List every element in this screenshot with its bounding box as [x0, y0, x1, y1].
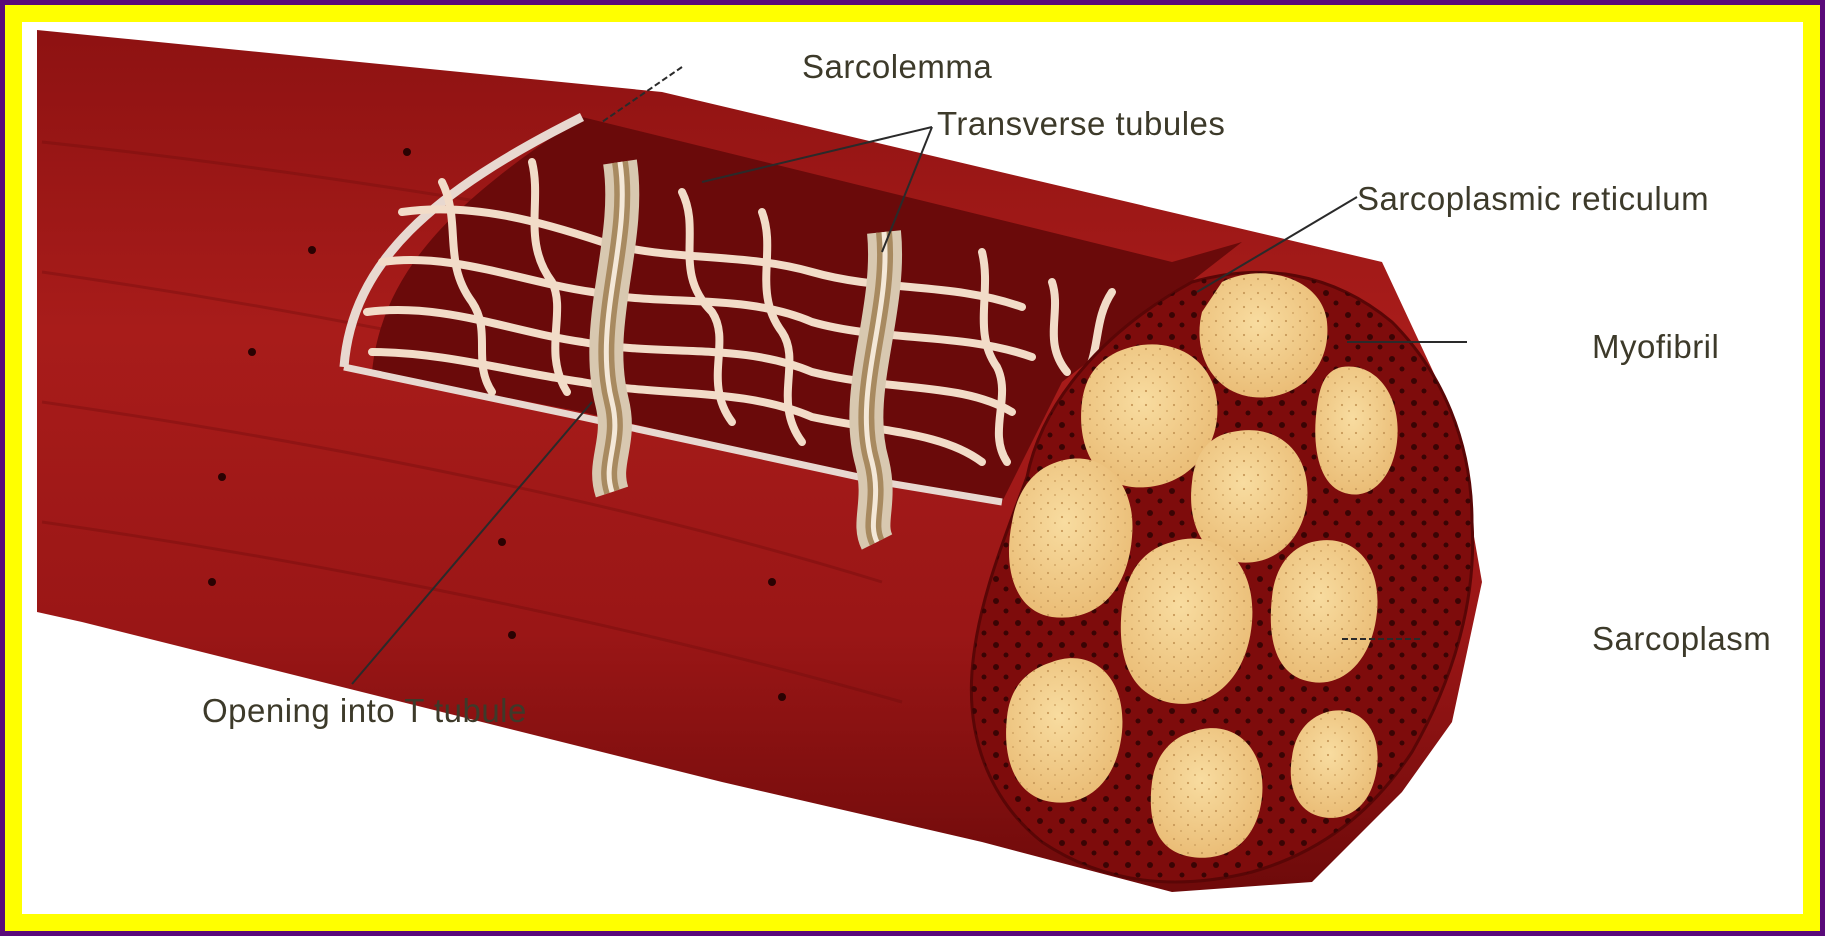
label-opening-into-t-tubule: Opening into T tubule [202, 694, 527, 727]
label-transverse-tubules: Transverse tubules [937, 107, 1225, 140]
label-sarcoplasm: Sarcoplasm [1592, 622, 1771, 655]
label-myofibril: Myofibril [1592, 330, 1719, 363]
transverse-tubule-2 [866, 232, 885, 542]
diagram-canvas: Sarcolemma Transverse tubules Sarcoplasm… [22, 22, 1803, 914]
transverse-tubule-1 [606, 162, 622, 492]
muscle-fiber-illustration [22, 22, 1803, 914]
label-sarcoplasmic-reticulum: Sarcoplasmic reticulum [1357, 182, 1709, 215]
label-sarcolemma: Sarcolemma [802, 50, 992, 83]
myofibril [1151, 728, 1263, 858]
